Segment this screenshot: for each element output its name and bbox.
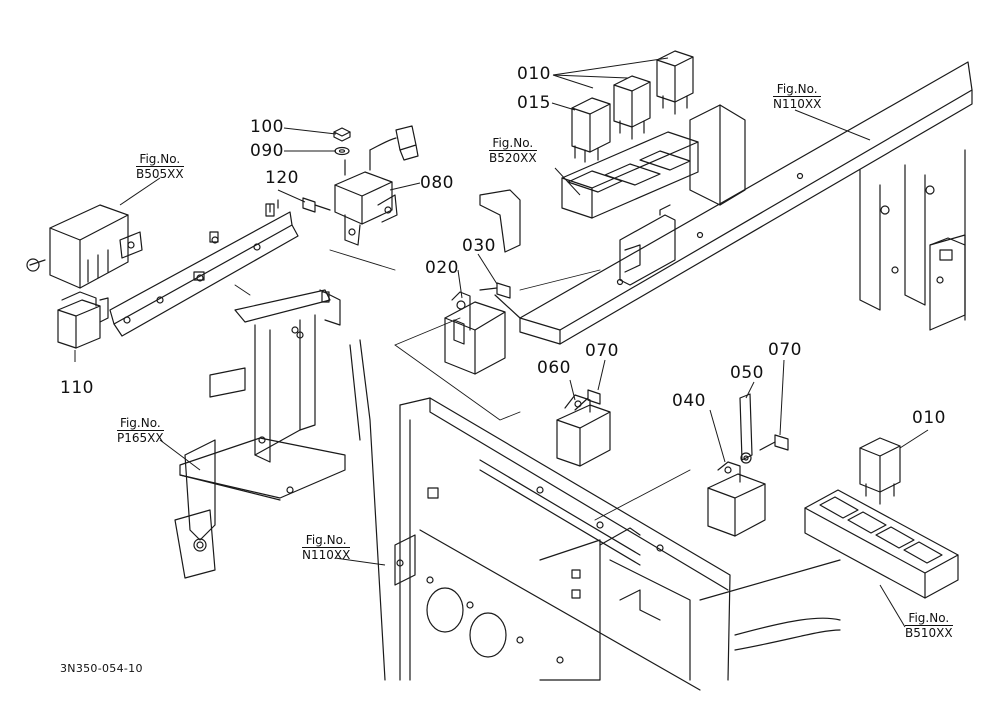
relay-010-right [859,437,901,505]
unit-040 [707,461,766,537]
bolt-070-a [574,389,601,411]
part-label-070-a: 070 [585,341,619,361]
part-label-040: 040 [672,391,706,411]
assembly-lines [234,249,691,521]
relay-unit-b505 [26,204,143,289]
figure-ref-code: N110XX [773,96,822,111]
unit-020 [444,291,506,375]
part-label-110: 110 [60,378,94,398]
part-label-090: 090 [250,141,284,161]
relay-010-top [656,50,694,115]
washer-090 [334,146,350,156]
figure-ref-b510: Fig.No. B510XX [905,611,953,640]
part-label-050: 050 [730,363,764,383]
part-label-010-right: 010 [912,408,946,428]
part-label-120: 120 [265,168,299,188]
figure-ref-prefix: Fig.No. [492,136,534,150]
figure-ref-b505: Fig.No. B505XX [136,152,184,181]
frame-beam-upper [494,61,973,345]
solenoid-080 [334,125,419,246]
bolt-120 [302,197,331,213]
figure-ref-code: N110XX [302,547,351,562]
relay-box-bracket [479,189,676,286]
frame-uprights-right [689,104,966,331]
figure-ref-n110-top: Fig.No. N110XX [773,82,822,111]
part-label-015: 015 [517,93,551,113]
figure-ref-prefix: Fig.No. [119,416,161,430]
figure-ref-prefix: Fig.No. [305,533,347,547]
figure-ref-code: P165XX [117,430,164,445]
part-label-010-top: 010 [517,64,551,84]
part-label-080: 080 [420,173,454,193]
figure-ref-prefix: Fig.No. [776,82,818,96]
relay-box-b510 [804,489,959,599]
leader-lines [74,57,929,628]
figure-ref-b520: Fig.No. B520XX [489,136,537,165]
mounting-bar-left [109,199,299,337]
bolt-030 [479,282,511,299]
bolt-070-b [759,434,789,451]
stand-bracket [209,289,341,463]
relay-110 [57,291,109,349]
figure-ref-p165: Fig.No. P165XX [117,416,164,445]
figure-ref-prefix: Fig.No. [139,152,181,166]
nut-100 [333,127,351,142]
figure-ref-code: B520XX [489,150,537,165]
part-label-020: 020 [425,258,459,278]
figure-ref-n110-bottom: Fig.No. N110XX [302,533,351,562]
part-label-070-b: 070 [768,340,802,360]
part-label-060: 060 [537,358,571,378]
part-label-100: 100 [250,117,284,137]
diagram-id: 3N350-054-10 [60,662,143,675]
unit-060 [556,394,611,467]
base-plate-p165 [174,437,346,579]
relay-015 [571,97,611,163]
figure-ref-code: B510XX [905,625,953,640]
part-label-030: 030 [462,236,496,256]
figure-ref-prefix: Fig.No. [908,611,950,625]
relay-010-mid [613,75,651,140]
figure-ref-code: B505XX [136,166,184,181]
stay-050 [739,393,753,464]
relay-box-b520 [561,131,699,219]
main-panel-frame [349,339,841,691]
